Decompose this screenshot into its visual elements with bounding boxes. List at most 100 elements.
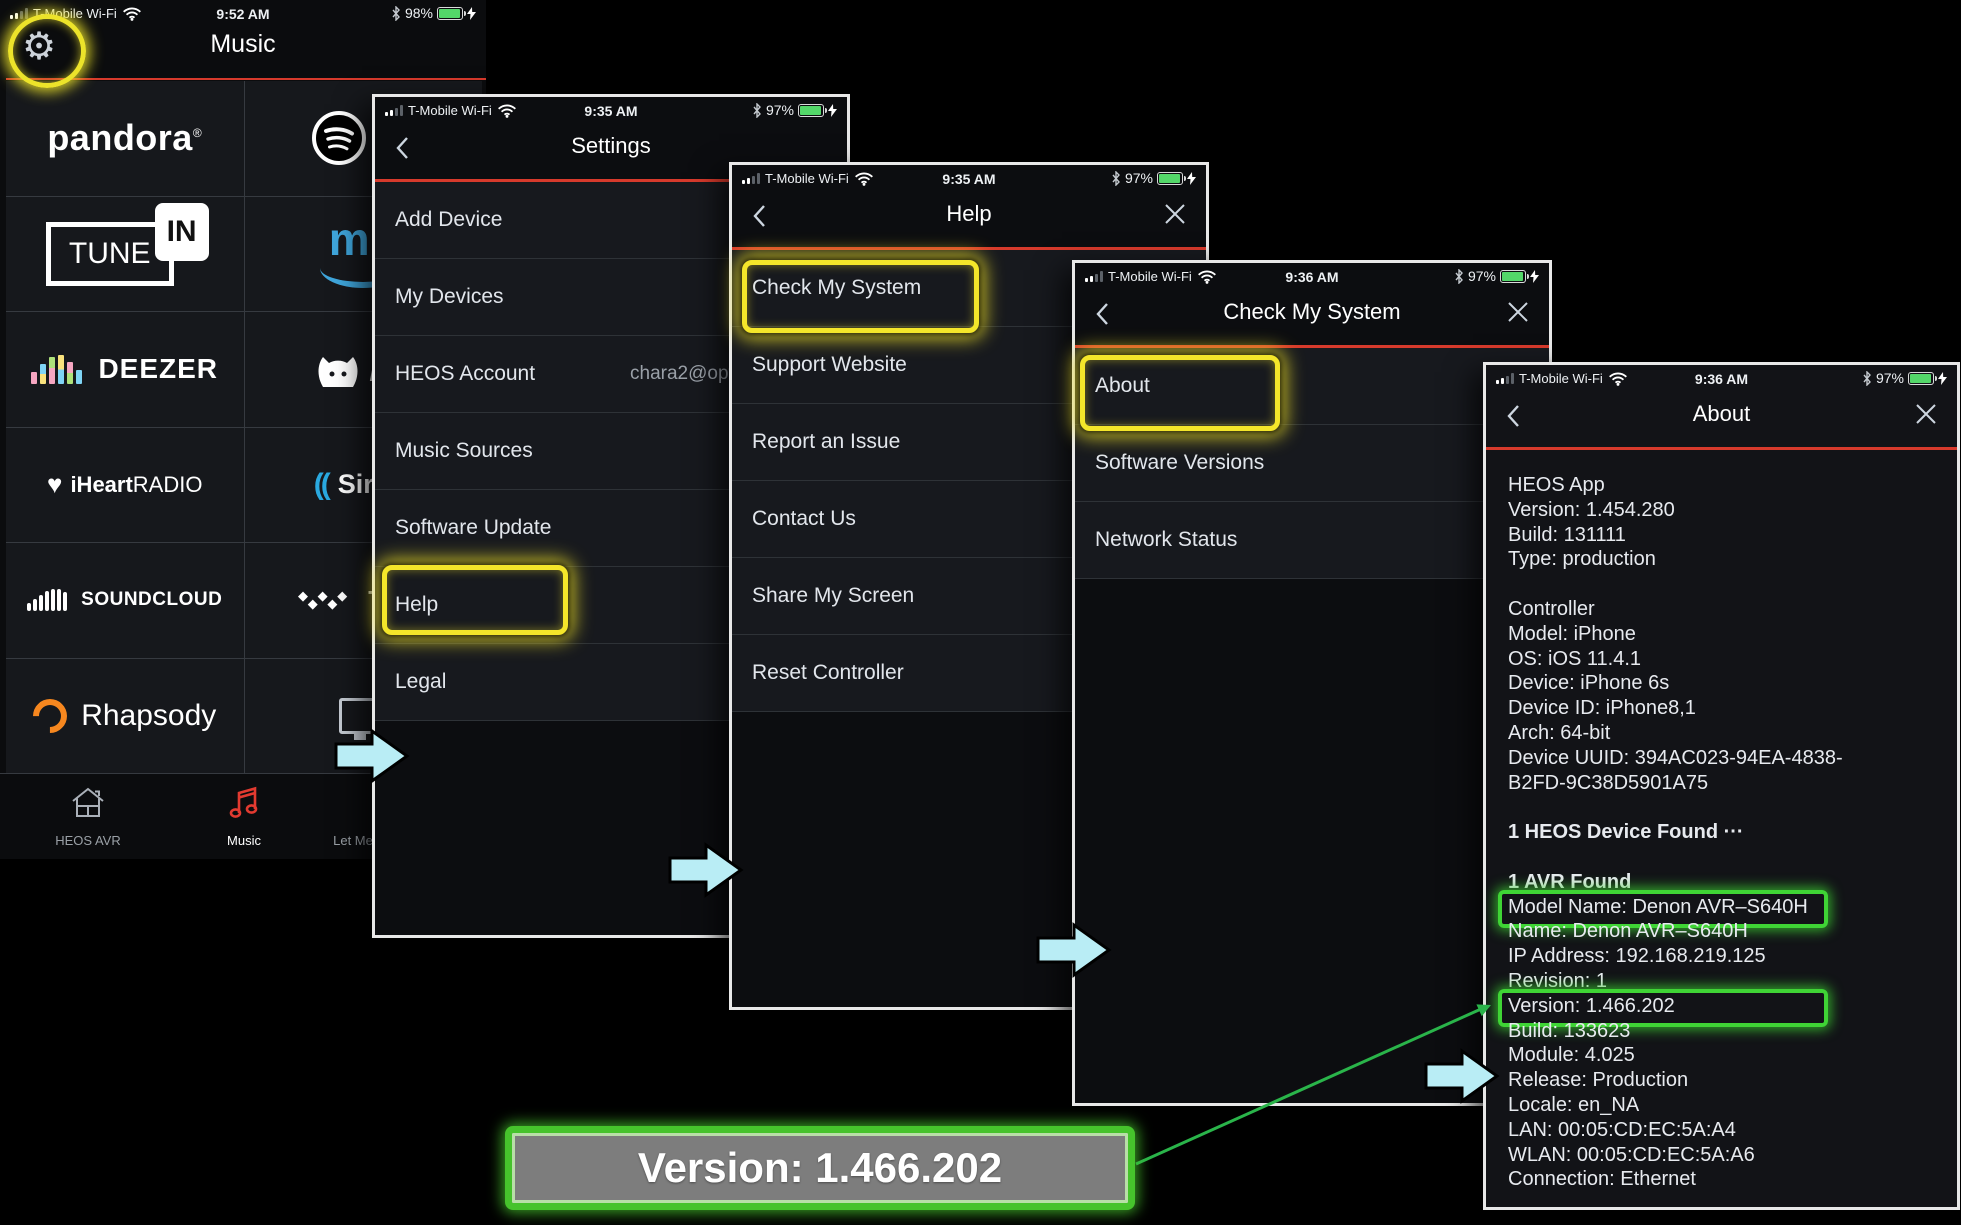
header-accent-line [375, 179, 847, 182]
about-info-line: B2FD-9C38D5901A75 [1508, 771, 1709, 794]
about-info-line: Model: iPhone [1508, 622, 1636, 645]
tab-heos-avr[interactable]: HEOS AVR [40, 782, 136, 852]
tidal-diamonds-icon: ◆ ◆ ◆◆ ◆ [297, 588, 351, 612]
settings-gear-button[interactable]: ⚙ [22, 26, 57, 68]
header-accent-line [1075, 345, 1549, 348]
battery-icon [437, 6, 466, 20]
about-info-line: Controller [1508, 597, 1595, 620]
sirius-arcs-icon: (( [313, 467, 331, 501]
wifi-icon [854, 172, 873, 186]
about-info-text: HEOS App Version: 1.454.280 Build: 13111… [1498, 473, 1843, 1192]
status-bar: T-Mobile Wi-Fi 9:52 AM 98% [0, 4, 486, 28]
about-info-line: Version: 1.454.280 [1508, 498, 1675, 521]
about-info-line: Device: iPhone 6s [1508, 672, 1670, 695]
clock: 9:52 AM [216, 6, 270, 22]
music-note-icon [229, 786, 258, 818]
bluetooth-icon [1455, 268, 1463, 284]
wifi-icon [1608, 372, 1627, 386]
spotify-icon [311, 111, 366, 166]
wifi-icon [1197, 270, 1216, 284]
charging-bolt-icon [828, 103, 837, 117]
signal-bars-icon [385, 105, 403, 116]
list-item[interactable]: Network Status [1075, 502, 1549, 579]
about-info-line [1508, 845, 1843, 870]
about-info-line: 1 HEOS Device Found ··· [1508, 821, 1744, 844]
item-value: chara2@opt [630, 363, 734, 384]
close-icon[interactable] [1507, 301, 1529, 328]
back-chevron-icon[interactable] [395, 136, 409, 165]
back-chevron-icon[interactable] [1506, 404, 1520, 433]
about-info-line: LAN: 00:05:CD:EC:5A:A4 [1508, 1118, 1736, 1141]
about-info-line [1508, 572, 1843, 597]
battery-percent: 97% [1875, 370, 1904, 386]
pandora-logo: pandora® [47, 117, 203, 159]
about-info-line [1508, 795, 1843, 820]
about-info-line: HEOS App [1508, 474, 1605, 496]
rhapsody-label: Rhapsody [81, 698, 217, 732]
screen-title: Settings [571, 133, 651, 158]
flow-arrow-3 [1036, 922, 1112, 978]
napster-cat-icon [318, 357, 358, 388]
deezer-label: DEEZER [98, 353, 219, 385]
signal-bars-icon [742, 173, 760, 184]
about-info-line: Connection: Ethernet [1508, 1168, 1696, 1191]
carrier-label: T-Mobile Wi-Fi [408, 103, 492, 118]
about-info-line: Module: 4.025 [1508, 1044, 1635, 1067]
about-info-line: 1 AVR Found [1508, 870, 1632, 893]
rhapsody-mark-icon [26, 691, 75, 740]
header-accent-line [6, 78, 486, 80]
close-icon[interactable] [1915, 403, 1937, 430]
list-item[interactable]: Software Versions [1075, 425, 1549, 502]
screen-title: About [1692, 401, 1751, 426]
bluetooth-icon [753, 102, 761, 118]
tab-let-me[interactable]: Let Me [333, 833, 373, 848]
back-chevron-icon[interactable] [752, 204, 766, 233]
soundcloud-label: SOUNDCLOUD [81, 589, 223, 611]
flow-arrow-4 [1424, 1048, 1500, 1104]
bluetooth-icon [392, 5, 400, 21]
battery-icon [1908, 371, 1937, 385]
clock: 9:36 AM [1694, 371, 1749, 387]
wifi-icon [497, 104, 516, 118]
service-tile-soundcloud[interactable]: SOUNDCLOUD [6, 543, 244, 658]
deezer-equalizer-icon [31, 354, 83, 384]
battery-percent: 97% [1467, 268, 1496, 284]
house-icon [72, 787, 104, 817]
back-chevron-icon[interactable] [1095, 302, 1109, 331]
service-tile-rhapsody[interactable]: Rhapsody [6, 658, 244, 773]
about-info-line: IP Address: 192.168.219.125 [1508, 945, 1766, 968]
service-tile-pandora[interactable]: pandora® [6, 81, 244, 196]
about-info-line: Device UUID: 394AC023-94EA-4838- [1508, 746, 1843, 769]
about-info-line: OS: iOS 11.4.1 [1508, 647, 1642, 670]
close-icon[interactable] [1164, 203, 1186, 230]
battery-percent: 98% [404, 5, 433, 21]
version-callout: Version: 1.466.202 [505, 1126, 1135, 1210]
charging-bolt-icon [1938, 371, 1947, 385]
service-tile-iheartradio[interactable]: ♥ iHeartRADIO [6, 427, 244, 542]
screen-title: Help [946, 201, 992, 226]
carrier-label: T-Mobile Wi-Fi [765, 171, 849, 186]
iheart-heart-icon: ♥ [47, 469, 63, 500]
about-info-line: Arch: 64-bit [1508, 721, 1611, 744]
status-bar: T-Mobile Wi-Fi 9:36 AM 97% [1486, 369, 1957, 393]
tab-music[interactable]: Music [196, 782, 292, 852]
charging-bolt-icon [1187, 171, 1196, 185]
battery-percent: 97% [765, 102, 794, 118]
flow-arrow-2 [668, 842, 744, 898]
screen-title: Check My System [1223, 299, 1401, 324]
status-bar: T-Mobile Wi-Fi 9:35 AM 97% [732, 169, 1206, 193]
status-bar: T-Mobile Wi-Fi 9:36 AM 97% [1075, 267, 1549, 291]
about-info-line: Model Name: Denon AVR–S640H [1498, 889, 1843, 928]
about-info-line: Release: Production [1508, 1069, 1689, 1092]
battery-icon [1500, 269, 1529, 283]
service-tile-deezer[interactable]: DEEZER [6, 312, 244, 427]
about-info-line: WLAN: 00:05:CD:EC:5A:A6 [1508, 1143, 1755, 1166]
header-accent-line [732, 247, 1206, 250]
list-item[interactable]: About [1075, 348, 1549, 425]
bluetooth-icon [1112, 170, 1120, 186]
iheartradio-label: iHeartRADIO [70, 471, 203, 497]
check-my-system-screen: T-Mobile Wi-Fi 9:36 AM 97% Check My Syst… [1072, 260, 1552, 1106]
flow-arrow-1 [334, 728, 410, 784]
